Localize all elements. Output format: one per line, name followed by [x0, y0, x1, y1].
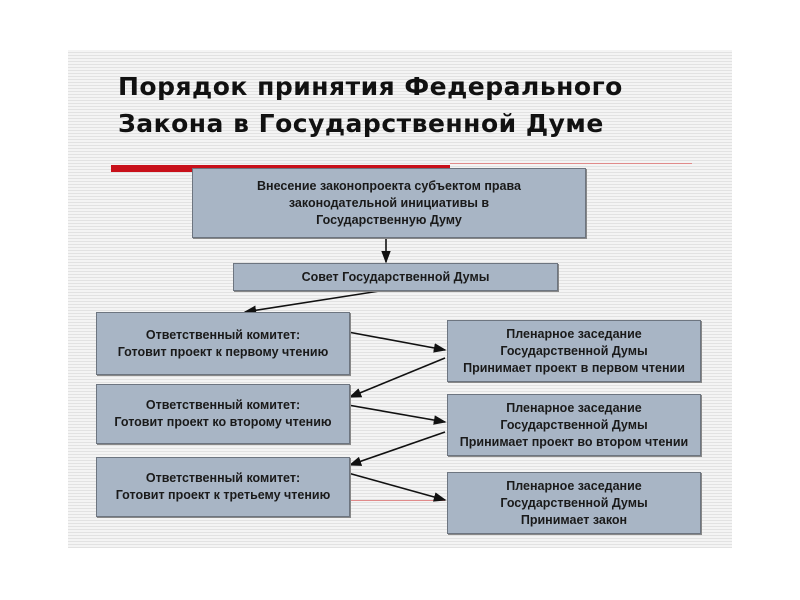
- title-line-1: Порядок принятия Федерального: [118, 72, 623, 101]
- red-accent-line-lower: [348, 500, 445, 501]
- box-committee-3: Ответственный комитет: Готовит проект к …: [96, 457, 350, 517]
- box-text: Готовит проект к третьему чтению: [115, 488, 331, 502]
- box-text: Принимает проект в первом чтении: [463, 360, 685, 375]
- arrow-committee2-plenary2: [347, 404, 447, 425]
- box-text: Государственной Думы: [500, 343, 648, 358]
- box-text: Готовит проект к первому чтению: [117, 344, 329, 359]
- box-council: Совет Государственной Думы: [233, 263, 558, 291]
- title-line-2: Закона в Государственной Думе: [118, 109, 604, 138]
- box-committee-1: Ответственный комитет: Готовит проект к …: [96, 312, 350, 375]
- box-text: Ответственный комитет:: [145, 471, 301, 485]
- box-text: Принимает закон: [520, 512, 628, 527]
- box-text: Внесение законопроекта субъектом права: [257, 178, 521, 193]
- box-plenary-1: Пленарное заседание Государственной Думы…: [447, 320, 701, 382]
- box-text: Пленарное заседание: [506, 478, 642, 493]
- box-text: Пленарное заседание: [506, 400, 642, 415]
- arrow-council-committee1: [243, 289, 387, 316]
- box-plenary-3: Пленарное заседание Государственной Думы…: [447, 472, 701, 534]
- box-text: Государственной Думы: [500, 417, 648, 432]
- box-committee-2: Ответственный комитет: Готовит проект ко…: [96, 384, 350, 444]
- arrow-committee3-plenary3: [347, 472, 447, 502]
- arrow-plenary2-committee3: [348, 431, 446, 466]
- box-text: Принимает проект во втором чтении: [459, 434, 689, 449]
- box-text: Государственной Думы: [500, 495, 648, 510]
- box-text: Пленарное заседание: [506, 326, 642, 341]
- box-plenary-2: Пленарное заседание Государственной Думы…: [447, 394, 701, 456]
- box-text: законодательной инициативы в: [288, 195, 490, 210]
- red-accent-line: [450, 163, 692, 164]
- box-text: Государственную Думу: [316, 212, 462, 227]
- box-text: Ответственный комитет:: [145, 398, 301, 412]
- arrow-plenary1-committee2: [348, 357, 446, 398]
- arrow-committee1-plenary1: [347, 331, 447, 353]
- slide-title: Порядок принятия Федерального Закона в Г…: [118, 68, 623, 142]
- box-text: Готовит проект ко второму чтению: [114, 415, 332, 429]
- box-submission: Внесение законопроекта субъектом права з…: [192, 168, 586, 238]
- box-text: Ответственный комитет:: [145, 327, 301, 342]
- box-text: Совет Государственной Думы: [301, 269, 490, 284]
